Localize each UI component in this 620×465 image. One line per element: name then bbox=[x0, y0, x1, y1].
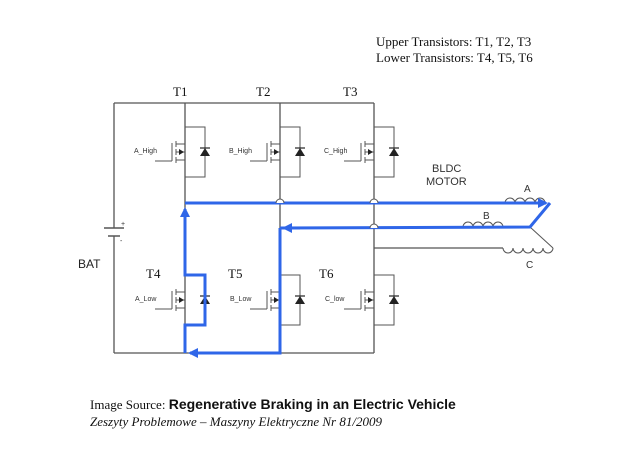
phase-c-label: C bbox=[526, 260, 533, 271]
t2-gate-label: B_High bbox=[229, 148, 252, 155]
switches bbox=[155, 126, 399, 326]
t2-mosfet-source bbox=[271, 159, 281, 177]
t1-mosfet-source bbox=[176, 159, 186, 177]
coil-c-star-link bbox=[529, 226, 554, 249]
t6-mosfet-drain bbox=[365, 275, 375, 293]
t6-gate-label: C_low bbox=[325, 296, 345, 303]
source-citation: Zeszyty Problemowe – Maszyny Elektryczne… bbox=[90, 414, 382, 429]
t4-label: T4 bbox=[146, 266, 161, 281]
image-source: Image Source: Regenerative Braking in an… bbox=[90, 396, 456, 430]
t2-diode-loop bbox=[280, 126, 301, 178]
t3-mosfet-drain bbox=[365, 127, 375, 145]
t1-gate-label: A_High bbox=[134, 148, 157, 155]
crossing-t3-a bbox=[369, 198, 379, 204]
t3-diode-loop bbox=[374, 126, 395, 178]
t2-mosfet-arrow-icon bbox=[274, 149, 279, 155]
t2-label: T2 bbox=[256, 84, 270, 99]
t4-mosfet-source bbox=[176, 307, 186, 325]
t1-label: T1 bbox=[173, 84, 187, 99]
motor-windings bbox=[462, 197, 554, 254]
t4-mosfet-drain bbox=[176, 275, 186, 293]
t6-diode-icon bbox=[389, 296, 399, 304]
t1-diode-loop bbox=[185, 126, 206, 178]
t5-gate-label: B_Low bbox=[230, 296, 252, 303]
t5-diode-loop bbox=[280, 274, 301, 326]
t3-mosfet-source bbox=[365, 159, 375, 177]
t5-label: T5 bbox=[228, 266, 242, 281]
current-path-t5-leg bbox=[195, 228, 282, 355]
phase-a-label: A bbox=[524, 184, 531, 195]
t5-diode-icon bbox=[295, 296, 305, 304]
t4-diode-loop bbox=[185, 274, 206, 326]
battery-plus-sign: + bbox=[121, 221, 125, 228]
battery-label: BAT bbox=[78, 257, 101, 271]
source-prefix: Image Source: bbox=[90, 397, 169, 412]
t2-diode-icon bbox=[295, 148, 305, 156]
t3-diode-icon bbox=[389, 148, 399, 156]
t3-label: T3 bbox=[343, 84, 357, 99]
t6-mosfet-arrow-icon bbox=[368, 297, 373, 303]
t1-mosfet-drain bbox=[176, 127, 186, 145]
t5-mosfet-arrow-icon bbox=[274, 297, 279, 303]
t3-gate-label: C_High bbox=[324, 148, 347, 155]
regen-current-path bbox=[180, 198, 552, 358]
legend-upper: Upper Transistors: T1, T2, T3 bbox=[376, 34, 532, 49]
t6-label: T6 bbox=[319, 266, 334, 281]
source-title: Regenerative Braking in an Electric Vehi… bbox=[168, 396, 456, 412]
t2-mosfet-drain bbox=[271, 127, 281, 145]
t6-diode-loop bbox=[374, 274, 395, 326]
t1-diode-icon bbox=[200, 148, 210, 156]
battery-symbol: + - bbox=[104, 221, 125, 245]
legend-lower: Lower Transistors: T4, T5, T6 bbox=[376, 50, 533, 65]
motor-label-line1: BLDC bbox=[432, 163, 461, 175]
t4-gate-label: A_Low bbox=[135, 296, 157, 303]
battery-minus-sign: - bbox=[120, 238, 123, 245]
wire-crossings bbox=[275, 198, 379, 229]
t1-mosfet-arrow-icon bbox=[179, 149, 184, 155]
current-path-t4-diode bbox=[183, 215, 207, 353]
phase-b-label: B bbox=[483, 211, 490, 222]
crossing-t2-a bbox=[275, 198, 285, 204]
t4-mosfet-arrow-icon bbox=[179, 297, 184, 303]
t3-mosfet-arrow-icon bbox=[368, 149, 373, 155]
current-path-star-to-b bbox=[279, 202, 552, 230]
t6-mosfet-source bbox=[365, 307, 375, 325]
motor-label-line2: MOTOR bbox=[426, 176, 467, 188]
crossing-t3-b bbox=[369, 223, 379, 229]
transistor-legend: Upper Transistors: T1, T2, T3 Lower Tran… bbox=[376, 34, 533, 66]
coil-c bbox=[502, 247, 554, 254]
